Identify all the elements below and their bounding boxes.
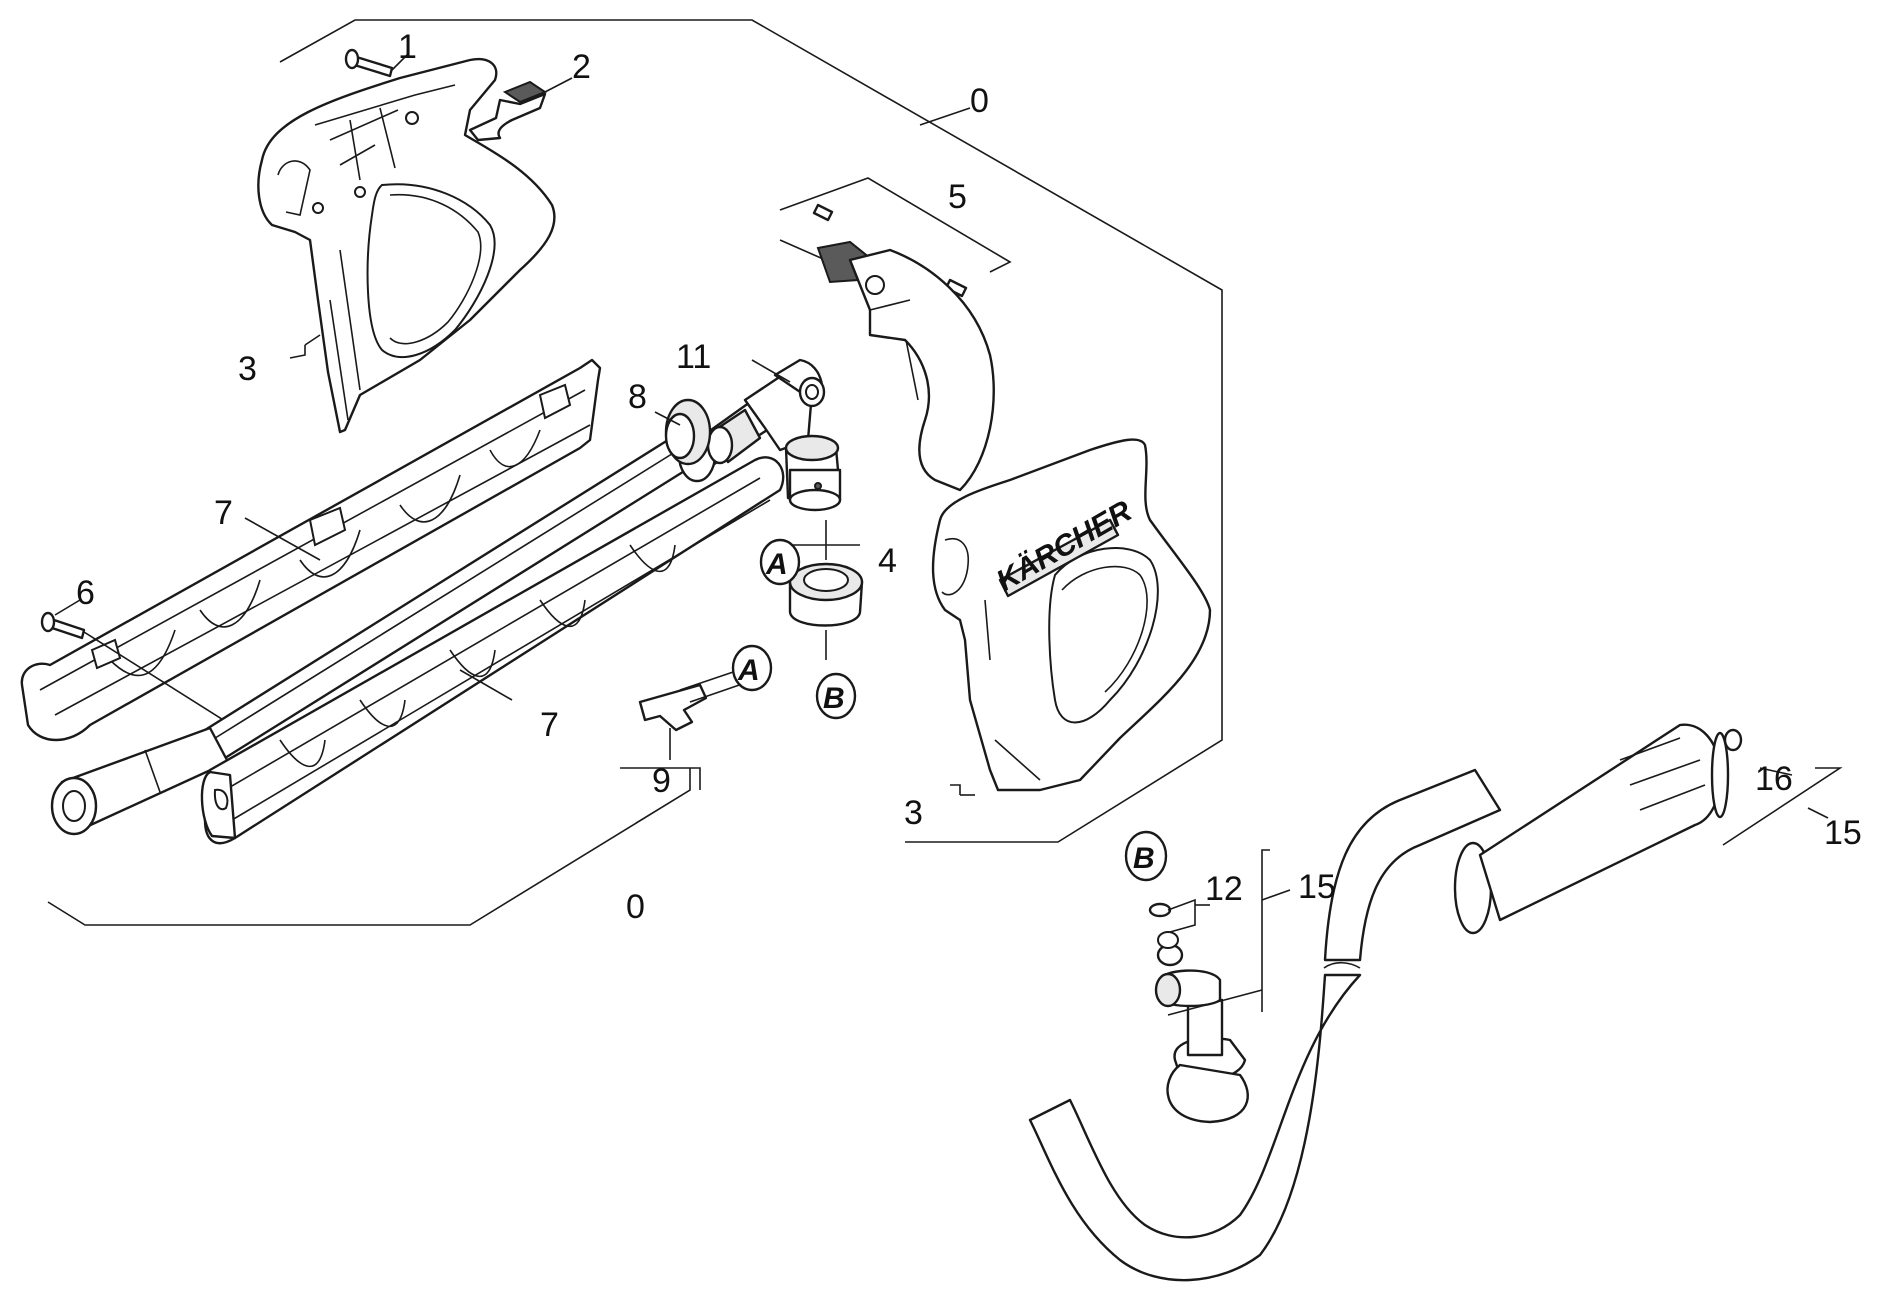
marker-a-1: A [759,538,801,586]
label-1: 1 [398,28,417,66]
svg-text:A: A [765,548,788,581]
marker-b-2: B [1124,830,1168,882]
marker-a-2: A [731,644,773,692]
label-3-right: 3 [904,794,923,832]
label-15-right: 15 [1824,814,1862,852]
screw-1 [344,48,409,78]
handle-half-right: KÄRCHER [931,438,1212,792]
label-2: 2 [572,48,591,86]
assembly-outline [47,19,1223,926]
cover-lower-7 [200,456,785,845]
svg-text:A: A [737,654,760,687]
label-16: 16 [1755,760,1793,798]
lance-tube [50,438,688,836]
label-7-upper: 7 [214,494,233,532]
label-11: 11 [676,338,711,376]
cover-upper-7 [20,358,602,742]
valve-sleeve-4 [788,520,864,660]
svg-text:B: B [823,682,845,715]
label-7-lower: 7 [540,706,559,744]
label-3-left: 3 [238,350,257,388]
marker-b-1: B [815,672,857,720]
svg-text:B: B [1133,842,1155,875]
label-0-bottom: 0 [626,888,645,926]
elbow-tube-11 [677,358,842,512]
label-9: 9 [652,762,671,800]
trigger-assembly-5 [779,177,1012,492]
trigger-2 [468,77,573,142]
hose-assembly-15 [1028,723,1743,1282]
leader-lines [54,107,1843,1016]
hose-fitting [1148,902,1249,1124]
label-12: 12 [1205,870,1243,908]
ring-8 [664,398,712,466]
label-8: 8 [628,378,647,416]
label-15-left: 15 [1298,868,1336,906]
label-6: 6 [76,574,95,612]
handle-half-left [257,57,556,434]
label-5: 5 [948,178,967,216]
label-4: 4 [878,542,897,580]
label-0-top: 0 [970,82,989,120]
